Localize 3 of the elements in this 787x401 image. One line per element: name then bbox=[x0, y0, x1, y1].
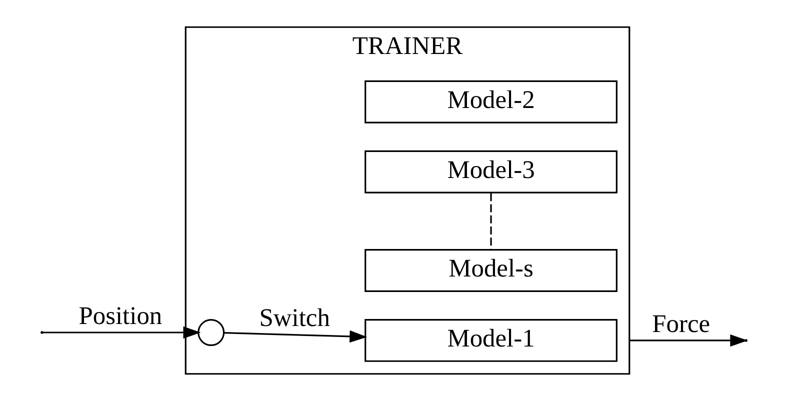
edge-label: Switch bbox=[258, 302, 330, 332]
edge-label: Force bbox=[652, 309, 710, 338]
edge-label: Position bbox=[78, 301, 162, 330]
